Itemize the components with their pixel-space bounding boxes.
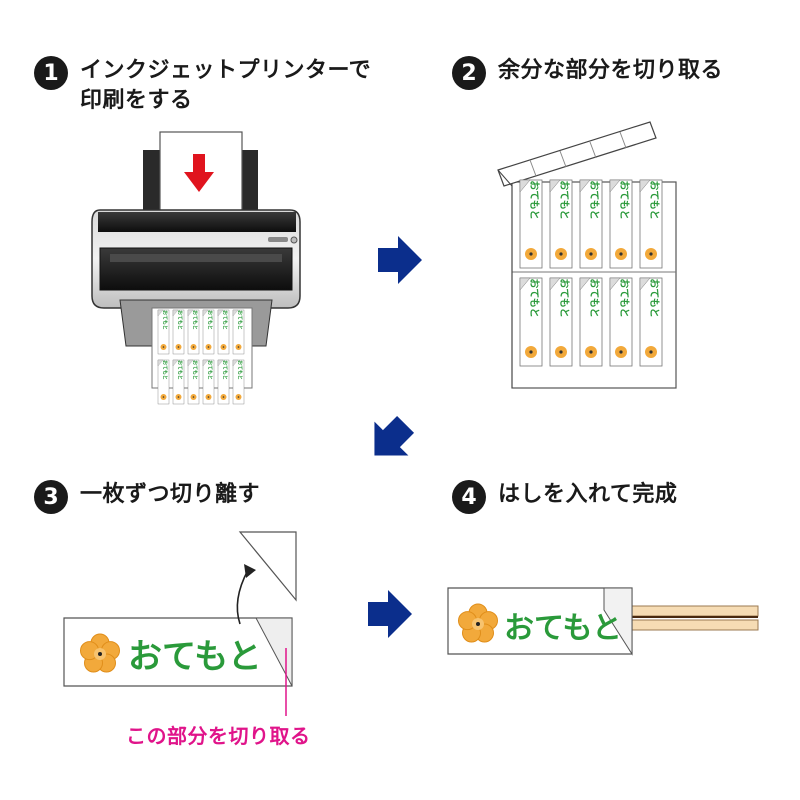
step-2-heading: 2 余分な部分を切り取る bbox=[452, 56, 723, 90]
printed-sheet bbox=[151, 307, 253, 405]
label-name-step4: おてもと bbox=[504, 611, 622, 646]
step-2-number: 2 bbox=[452, 56, 486, 90]
step-3-number: 3 bbox=[34, 480, 68, 514]
step-4-title: はしを入れて完成 bbox=[498, 482, 678, 507]
step-4-number: 4 bbox=[452, 480, 486, 514]
step-1-heading: 1 インクジェットプリンターで 印刷をする bbox=[34, 56, 371, 116]
print-direction-arrow-icon bbox=[184, 154, 214, 192]
step-4-heading: 4 はしを入れて完成 bbox=[452, 480, 677, 514]
step-1-title: インクジェットプリンターで 印刷をする bbox=[80, 56, 371, 116]
flow-arrow-right-icon bbox=[378, 236, 422, 284]
cut-instruction-caption: この部分を切り取る bbox=[126, 724, 311, 748]
flow-arrow-down-left-icon bbox=[357, 407, 423, 473]
step-1-title-line1: インクジェットプリンターで bbox=[80, 58, 372, 83]
step-2-title: 余分な部分を切り取る bbox=[498, 58, 724, 83]
curved-arrow-icon bbox=[236, 569, 249, 625]
label-sheet bbox=[497, 121, 677, 389]
label-name-step3: おてもと bbox=[128, 637, 262, 677]
step-3-heading: 3 一枚ずつ切り離す bbox=[34, 480, 260, 514]
single-label: おてもと bbox=[63, 531, 297, 716]
flow-arrow-right-icon-2 bbox=[368, 590, 412, 638]
printer-icon bbox=[91, 131, 301, 405]
cut-off-strip bbox=[497, 121, 657, 388]
finished-chopstick-wrap: おてもと bbox=[447, 587, 759, 656]
step-1-title-line2: 印刷をする bbox=[80, 88, 193, 113]
step-3-title: 一枚ずつ切り離す bbox=[80, 482, 261, 507]
step-1-number: 1 bbox=[34, 56, 68, 90]
